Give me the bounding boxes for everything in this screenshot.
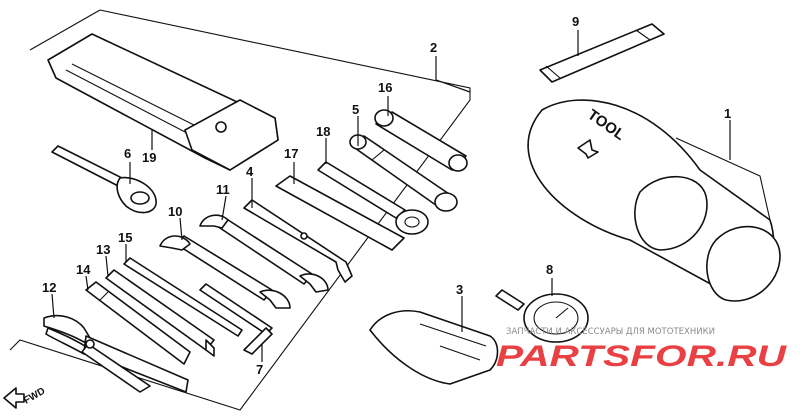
- callout-4: 4: [246, 164, 254, 179]
- callout-8: 8: [546, 262, 553, 277]
- callout-2: 2: [430, 40, 437, 55]
- part-16-socket-tube: [374, 109, 468, 172]
- watermark-caption: ЗАПЧАСТИ И АКСЕССУАРЫ ДЛЯ МОТОТЕХНИКИ: [506, 327, 715, 337]
- part-11-wrench: [199, 214, 329, 293]
- part-15-screwdriver: [123, 257, 243, 337]
- fwd-label: FWD: [22, 386, 47, 407]
- callout-7: 7: [256, 362, 263, 377]
- part-6-wrench: [51, 145, 157, 214]
- callout-13: 13: [96, 242, 110, 257]
- part-18-ring-wrench: [317, 161, 429, 235]
- part-3-small-pouch: [369, 310, 499, 385]
- part-9-strap: [539, 23, 665, 83]
- callout-14: 14: [76, 262, 91, 277]
- part-17-flat-bar: [275, 175, 405, 251]
- fwd-indicator: FWD: [3, 386, 47, 409]
- part-14-screwdriver: [85, 281, 191, 365]
- part-13-screwdriver-handle: [105, 269, 215, 357]
- callout-10: 10: [168, 204, 182, 219]
- part-19-tool-bag: [47, 33, 279, 171]
- part-1-tool-tube: [527, 99, 781, 302]
- callout-12: 12: [42, 280, 56, 295]
- leader-lines: [51, 30, 731, 362]
- part-4-hook-spanner: [243, 199, 353, 283]
- part-12-pliers: [43, 314, 189, 393]
- callout-9: 9: [572, 14, 579, 29]
- callout-1: 1: [724, 106, 731, 121]
- tool-kit-frame: [9, 9, 471, 411]
- callout-11: 11: [216, 182, 230, 197]
- fwd-arrow-icon: [3, 387, 25, 409]
- arrow-icon: [577, 139, 599, 159]
- part-10-wrench: [159, 235, 291, 309]
- watermark-logo: PARTSFOR.RU: [496, 340, 788, 373]
- callout-16: 16: [378, 80, 392, 95]
- part-8-pressure-gauge: [495, 289, 589, 343]
- callout-18: 18: [316, 124, 330, 139]
- callout-15: 15: [118, 230, 132, 245]
- callout-6: 6: [124, 146, 131, 161]
- callout-3: 3: [456, 282, 463, 297]
- part-7-hex-wrench: [199, 283, 273, 355]
- callout-19: 19: [142, 150, 156, 165]
- callout-5: 5: [352, 102, 359, 117]
- callout-17: 17: [284, 146, 298, 161]
